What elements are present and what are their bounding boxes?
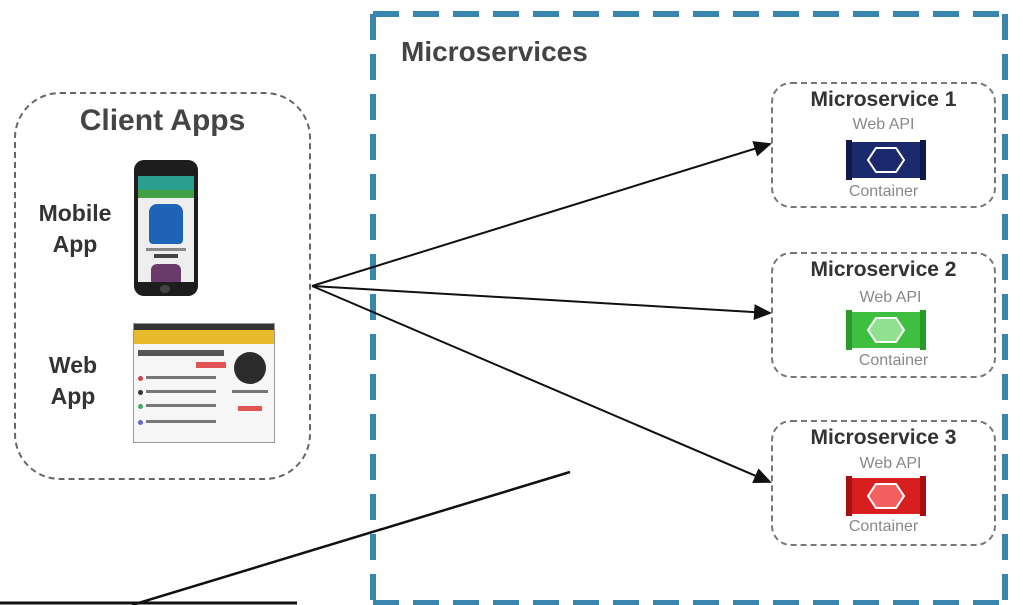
microservice-2-container-icon xyxy=(846,310,926,350)
microservice-3-webapi: Web API xyxy=(859,455,922,472)
microservice-2-box xyxy=(771,252,996,378)
arrow-to-microservice-1 xyxy=(311,141,772,287)
web-app-label: Web App xyxy=(18,350,128,412)
arrow-to-microservice-2 xyxy=(311,285,772,321)
microservices-title: Microservices xyxy=(401,36,588,67)
microservice-2-webapi: Web API xyxy=(859,289,922,306)
web-label-line1: Web xyxy=(48,352,98,378)
microservices-boundary xyxy=(370,11,1008,605)
microservice-2-title: Microservice 2 xyxy=(810,258,957,281)
microservice-3-box xyxy=(771,420,996,546)
web-label-line2: App xyxy=(50,383,96,409)
client-apps-title: Client Apps xyxy=(79,104,246,137)
microservice-1-title: Microservice 1 xyxy=(810,88,957,111)
microservice-1-container-icon xyxy=(846,140,926,180)
mobile-phone-image xyxy=(134,160,198,296)
microservice-2-container-label: Container xyxy=(858,352,929,369)
mobile-label-line1: Mobile xyxy=(38,200,112,226)
microservice-1-box xyxy=(771,82,996,208)
mobile-app-label: Mobile App xyxy=(20,198,130,260)
microservice-1-container-label: Container xyxy=(848,183,919,200)
microservice-1-webapi: Web API xyxy=(852,116,915,133)
microservice-3-title: Microservice 3 xyxy=(810,426,957,449)
mobile-label-line2: App xyxy=(52,231,98,257)
microservice-3-container-icon xyxy=(846,476,926,516)
arrow-to-microservice-3 xyxy=(311,285,772,484)
diagonal-line xyxy=(131,470,571,605)
microservice-3-container-label: Container xyxy=(848,518,919,535)
client-apps-box xyxy=(14,92,311,480)
web-app-image xyxy=(133,323,275,443)
